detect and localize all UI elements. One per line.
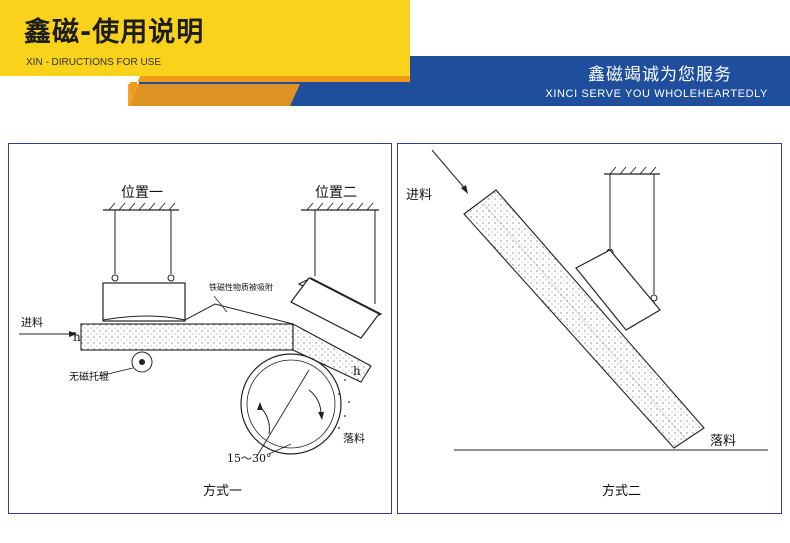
brand-title: 鑫磁-使用说明	[24, 17, 205, 48]
method-one-caption: 方式一	[203, 484, 243, 499]
method-one-panel: 位置一 位置二 进料 铁磁性物质被吸附 无磁托辊 h h 15～30° 落料 方…	[8, 143, 392, 514]
method-two-diagram	[431, 149, 768, 451]
magnetic-matter-label: 铁磁性物质被吸附	[209, 283, 273, 292]
slogan-title: 鑫磁竭诚为您服务	[588, 65, 732, 85]
angle-label: 15～30°	[227, 452, 272, 465]
brand-subtitle: XIN - DIRUCTIONS FOR USE	[26, 57, 162, 68]
feed-label: 进料	[21, 316, 43, 329]
belt-height-label-2: h	[353, 364, 361, 378]
header-yellow-bar	[0, 0, 410, 76]
discharge-label: 落料	[710, 434, 737, 449]
discharge-label: 落料	[343, 432, 365, 445]
belt-height-label: h	[73, 330, 81, 344]
method-two-panel: 进料 落料 方式二	[397, 143, 782, 514]
feed-label: 进料	[406, 188, 433, 203]
roller-label: 无磁托辊	[69, 372, 109, 383]
position-two-label: 位置二	[315, 185, 357, 201]
method-two-caption: 方式二	[602, 484, 642, 499]
header-banner-shapes	[128, 56, 790, 106]
position-one-label: 位置一	[121, 185, 163, 201]
slogan-subtitle: XINCI SERVE YOU WHOLEHEARTEDLY	[545, 88, 768, 100]
method-one-diagram	[19, 202, 383, 457]
